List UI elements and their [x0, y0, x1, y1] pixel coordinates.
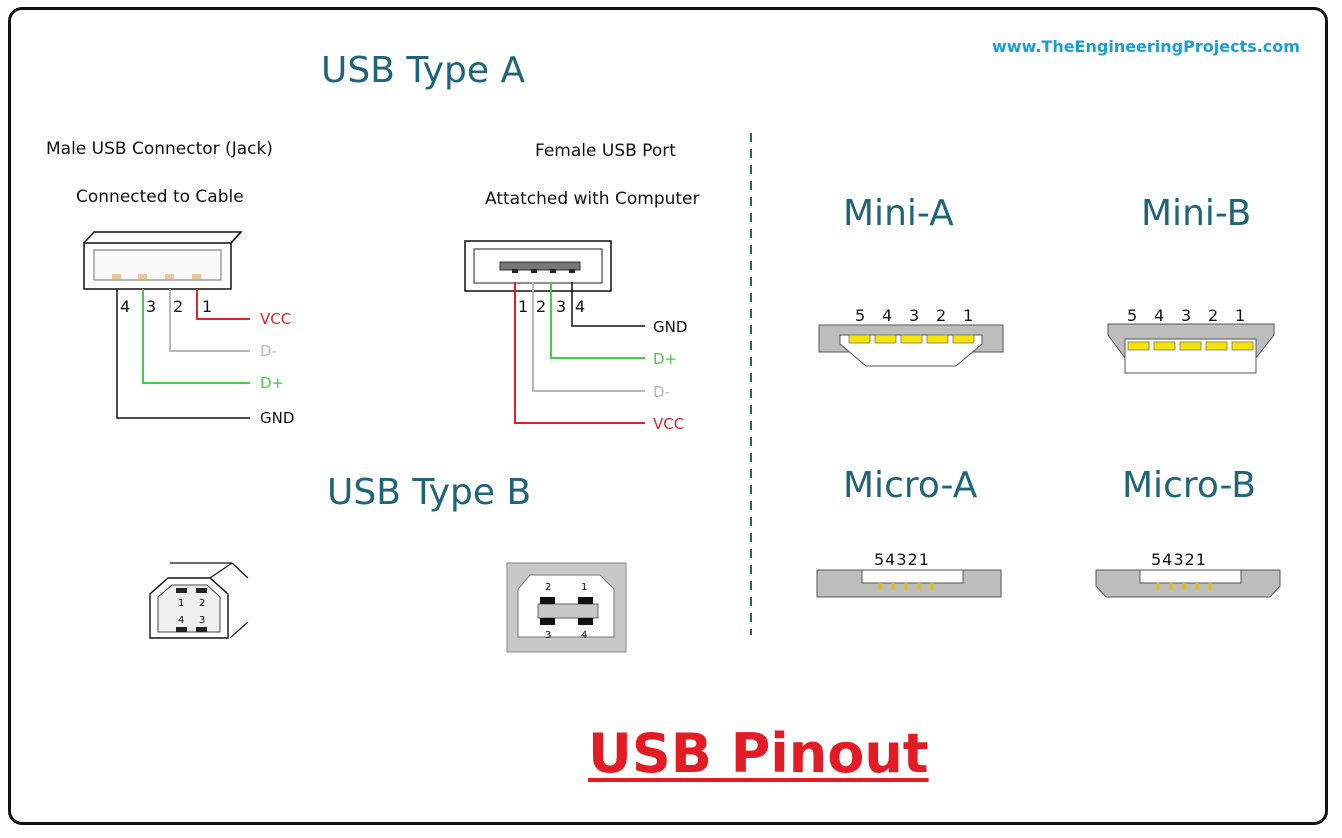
usb-pinout-title: USB Pinout — [588, 722, 929, 785]
usb-b-male-pin-2: 2 — [199, 598, 205, 609]
micro-b-connector — [1095, 569, 1281, 598]
mini-a-title: Mini-A — [843, 193, 954, 234]
mini-b-pin-5: 5 — [1127, 306, 1137, 325]
male-connector-sublabel: Connected to Cable — [76, 187, 244, 207]
usb-b-female-pin-1: 1 — [581, 582, 587, 593]
male-connector-label: Male USB Connector (Jack) — [46, 139, 273, 159]
diagram-frame — [8, 7, 1328, 825]
mini-a-pin-2: 2 — [936, 306, 946, 325]
mini-a-pin-3: 3 — [909, 306, 919, 325]
micro-b-pins: 54321 — [1151, 550, 1207, 569]
usb-b-male-pin-3: 3 — [199, 615, 205, 626]
female-pin-3: 3 — [556, 297, 566, 316]
usb-type-b-title: USB Type B — [327, 472, 532, 513]
female-signal-dplus: D+ — [653, 350, 677, 368]
male-signal-vcc: VCC — [260, 310, 291, 328]
mini-b-pin-2: 2 — [1208, 306, 1218, 325]
female-usb-a-port — [464, 240, 612, 292]
usb-b-male-connector — [149, 562, 249, 639]
mini-a-connector — [818, 324, 1004, 367]
usb-b-female-pin-2: 2 — [545, 582, 551, 593]
micro-a-connector — [816, 569, 1002, 598]
usb-b-female-pin-3: 3 — [545, 630, 551, 641]
mini-b-pin-3: 3 — [1181, 306, 1191, 325]
male-pin-2: 2 — [173, 297, 183, 316]
male-signal-dplus: D+ — [260, 374, 284, 392]
female-pin-1: 1 — [518, 297, 528, 316]
usb-type-a-title: USB Type A — [321, 50, 526, 91]
usb-b-female-port — [506, 562, 627, 653]
male-pin-1: 1 — [202, 297, 212, 316]
usb-b-female-pin-4: 4 — [581, 630, 587, 641]
mini-b-connector — [1107, 323, 1275, 374]
website-link[interactable]: www.TheEngineeringProjects.com — [992, 37, 1300, 56]
male-usb-a-connector — [83, 231, 243, 290]
mini-a-pin-5: 5 — [855, 306, 865, 325]
male-pin-3: 3 — [146, 297, 156, 316]
mini-a-pin-4: 4 — [882, 306, 892, 325]
micro-a-pins: 54321 — [874, 550, 930, 569]
female-pin-4: 4 — [575, 297, 585, 316]
female-signal-vcc: VCC — [653, 415, 684, 433]
female-signal-dminus: D- — [653, 383, 670, 401]
male-signal-gnd: GND — [260, 409, 294, 427]
female-pin-2: 2 — [536, 297, 546, 316]
female-port-sublabel: Attatched with Computer — [485, 189, 700, 209]
male-signal-dminus: D- — [260, 342, 277, 360]
micro-a-title: Micro-A — [843, 465, 978, 506]
male-pin-4: 4 — [120, 297, 130, 316]
usb-b-male-pin-4: 4 — [178, 615, 184, 626]
mini-a-pin-1: 1 — [963, 306, 973, 325]
female-signal-gnd: GND — [653, 318, 687, 336]
female-port-label: Female USB Port — [535, 141, 676, 161]
usb-b-male-pin-1: 1 — [178, 598, 184, 609]
mini-b-pin-4: 4 — [1154, 306, 1164, 325]
mini-b-title: Mini-B — [1141, 193, 1252, 234]
micro-b-title: Micro-B — [1122, 465, 1256, 506]
mini-b-pin-1: 1 — [1235, 306, 1245, 325]
